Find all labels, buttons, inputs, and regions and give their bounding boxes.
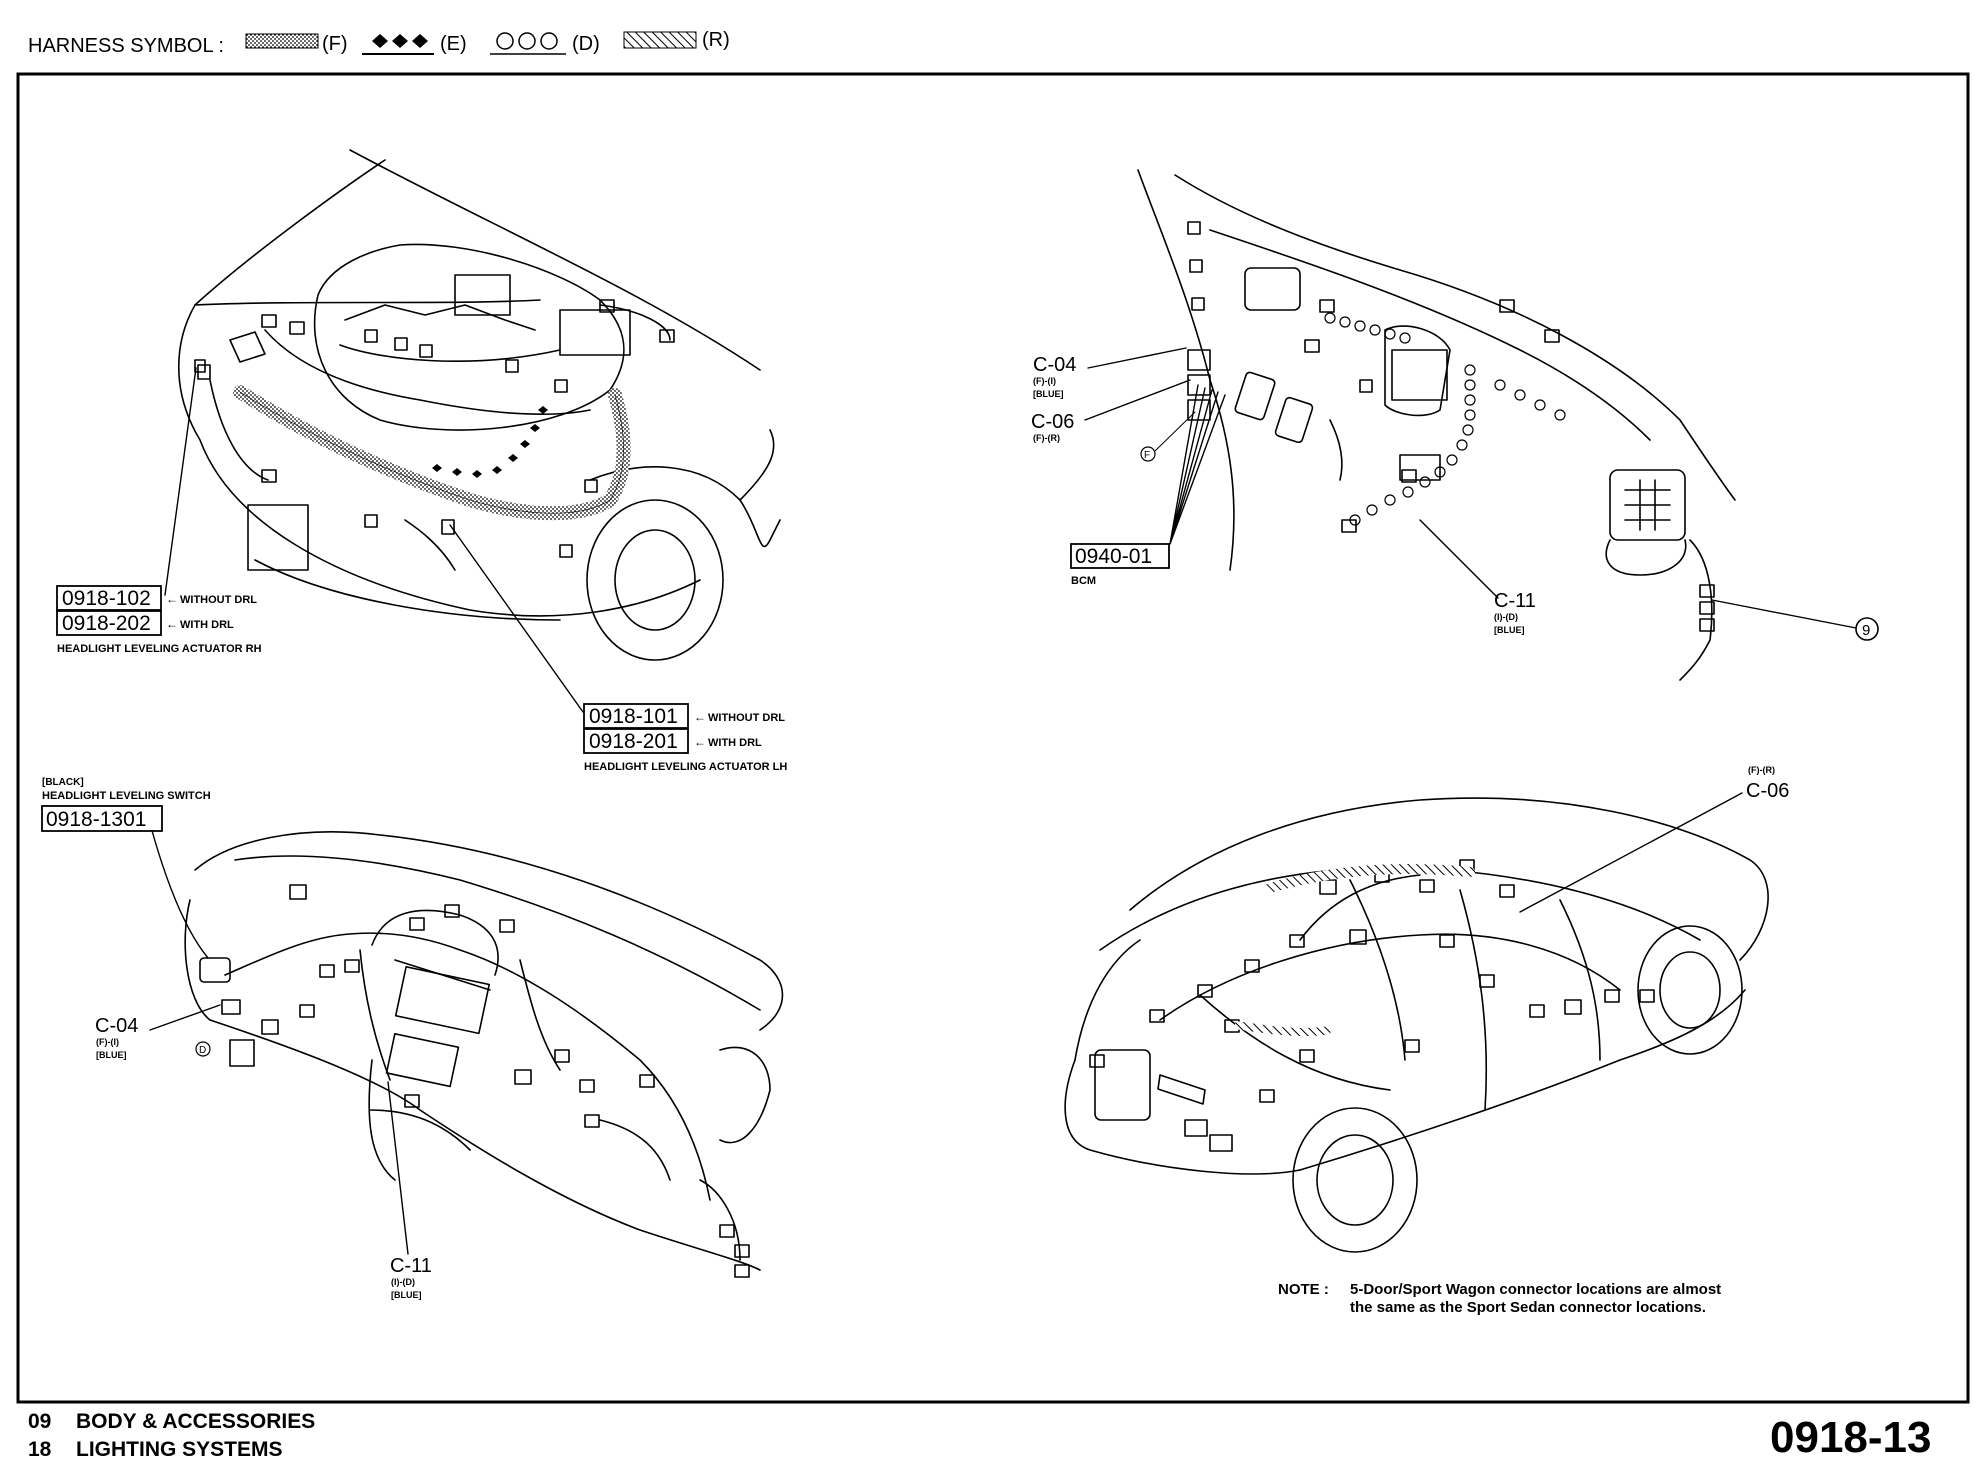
section-number-1: 09 (28, 1410, 51, 1433)
connector-name: C-11 (1494, 590, 1536, 612)
connector-color: [BLUE] (96, 1050, 127, 1060)
engine-room-illustration (178, 149, 781, 661)
leader-c11-dash (387, 1081, 409, 1255)
reference-circle-9: 9 (1855, 617, 1879, 641)
arrow-left-icon: ← (694, 710, 706, 724)
callout-note: WITHOUT DRL (708, 712, 785, 724)
connector-code: 0940-01 (1075, 545, 1152, 568)
f-marker: F (1140, 446, 1156, 462)
interior-front-view: C-04 (F)-(I) [BLUE] C-06 (F)-(R) F 0940-… (1031, 169, 1879, 681)
connector-code: 0918-202 (62, 612, 151, 635)
harness-run-d (1324, 312, 1566, 526)
page-code: 0918-13 (1770, 1413, 1931, 1462)
section-number-2: 18 (28, 1438, 52, 1461)
diagram-frame (16, 72, 1970, 1404)
leader-switch (147, 815, 209, 959)
leader-c11-top (1419, 519, 1499, 599)
leader-c04-dash (149, 1004, 221, 1031)
actuator-rh-caption: HEADLIGHT LEVELING ACTUATOR RH (57, 643, 262, 655)
note-block: NOTE : 5-Door/Sport Wagon connector loca… (1278, 1281, 1721, 1316)
callout-bcm: 0940-01 BCM (1070, 543, 1170, 587)
section-name-2: LIGHTING SYSTEMS (76, 1438, 283, 1461)
arrow-left-icon: ← (694, 735, 706, 749)
legend-key-f: (F) (322, 33, 348, 55)
dashboard-view: [BLACK] HEADLIGHT LEVELING SWITCH 0918-1… (41, 777, 784, 1300)
legend-key-e: (E) (440, 33, 467, 55)
connector-code: 0918-1301 (46, 808, 146, 831)
section-name-1: BODY & ACCESSORIES (76, 1410, 315, 1433)
legend-symbol-e: (E) (362, 33, 467, 55)
legend-title: HARNESS SYMBOL : (28, 35, 224, 57)
connector-name: C-04 (1033, 354, 1076, 376)
callout-note: WITHOUT DRL (180, 594, 257, 606)
callout-note: WITH DRL (180, 619, 234, 631)
harness-symbol-legend: HARNESS SYMBOL : (F) (E) (D) (R) (28, 29, 730, 57)
label-c11-dash: C-11 (I)-(D) [BLUE] (390, 1255, 432, 1300)
label-c04-dash: C-04 (F)-(I) [BLUE] (95, 1015, 138, 1060)
arrow-left-icon: ← (166, 617, 178, 631)
legend-symbol-d: (D) (490, 32, 600, 55)
legend-key-r: (R) (702, 29, 730, 51)
d-marker: D (195, 1041, 211, 1057)
callout-actuator-lh: 0918-101 ← WITHOUT DRL 0918-201 ← WITH D… (583, 703, 787, 773)
connector-name: C-11 (390, 1255, 432, 1277)
body-illustration (1064, 797, 1769, 1253)
switch-color: [BLACK] (42, 777, 84, 788)
note-line-2: the same as the Sport Sedan connector lo… (1350, 1299, 1706, 1316)
legend-symbol-r: (R) (623, 29, 730, 51)
connector-color: [BLUE] (1494, 625, 1525, 635)
body-view: (F)-(R) C-06 NOTE : 5-Door/Sport Wagon c… (1064, 765, 1789, 1316)
connector-name: C-06 (1746, 780, 1789, 802)
dashboard-illustration (184, 831, 784, 1278)
connector-code: 0918-201 (589, 730, 678, 753)
label-switch: [BLACK] HEADLIGHT LEVELING SWITCH 0918-1… (41, 777, 211, 832)
callout-actuator-rh: 0918-102 ← WITHOUT DRL 0918-202 ← WITH D… (56, 585, 262, 655)
switch-label: HEADLIGHT LEVELING SWITCH (42, 790, 211, 802)
connector-spec: (F)-(I) (96, 1037, 119, 1047)
label-c06-body: (F)-(R) C-06 (1746, 765, 1789, 802)
legend-symbol-f: (F) (245, 33, 348, 55)
note-label: NOTE : (1278, 1281, 1329, 1298)
connector-color: [BLUE] (1033, 389, 1064, 399)
label-c11-top: C-11 (I)-(D) [BLUE] (1494, 590, 1536, 635)
connector-spec: (F)-(I) (1033, 376, 1056, 386)
interior-illustration (1137, 169, 1736, 681)
connector-spec: (I)-(D) (1494, 612, 1518, 622)
note-line-1: 5-Door/Sport Wagon connector locations a… (1350, 1281, 1721, 1298)
harness-run-r (1265, 863, 1475, 893)
section-footer: 09 BODY & ACCESSORIES 18 LIGHTING SYSTEM… (28, 1410, 1931, 1462)
connector-code: 0918-102 (62, 587, 151, 610)
harness-run-f (233, 385, 631, 521)
leader-c06-top (1084, 379, 1191, 421)
legend-key-d: (D) (572, 33, 600, 55)
callout-note: WITH DRL (708, 737, 762, 749)
bcm-label: BCM (1071, 575, 1096, 587)
leader-bcm (1169, 384, 1226, 545)
arrow-left-icon: ← (166, 592, 178, 606)
connector-spec: (F)-(R) (1748, 765, 1775, 775)
svg-text:D: D (199, 1045, 206, 1056)
connector-spec: (I)-(D) (391, 1277, 415, 1287)
svg-text:F: F (1144, 450, 1150, 461)
leader-actuator-rh (164, 367, 197, 596)
connector-code: 0918-101 (589, 705, 678, 728)
leader-c04-top (1087, 347, 1187, 369)
label-c06-top: C-06 (F)-(R) (1031, 411, 1074, 443)
connector-color: [BLUE] (391, 1290, 422, 1300)
leader-actuator-lh (449, 524, 584, 713)
leader-c06-body (1519, 792, 1743, 913)
connector-name: C-06 (1031, 411, 1074, 433)
label-c04-top: C-04 (F)-(I) [BLUE] (1033, 354, 1076, 399)
connector-spec: (F)-(R) (1033, 433, 1060, 443)
leader-ref-9 (1711, 599, 1857, 629)
engine-room-view: 0918-102 ← WITHOUT DRL 0918-202 ← WITH D… (56, 149, 787, 773)
connector-name: C-04 (95, 1015, 138, 1037)
svg-text:9: 9 (1862, 622, 1870, 639)
harness-run-e (432, 406, 548, 478)
leader-f-marker (1154, 411, 1196, 452)
actuator-lh-caption: HEADLIGHT LEVELING ACTUATOR LH (584, 761, 787, 773)
